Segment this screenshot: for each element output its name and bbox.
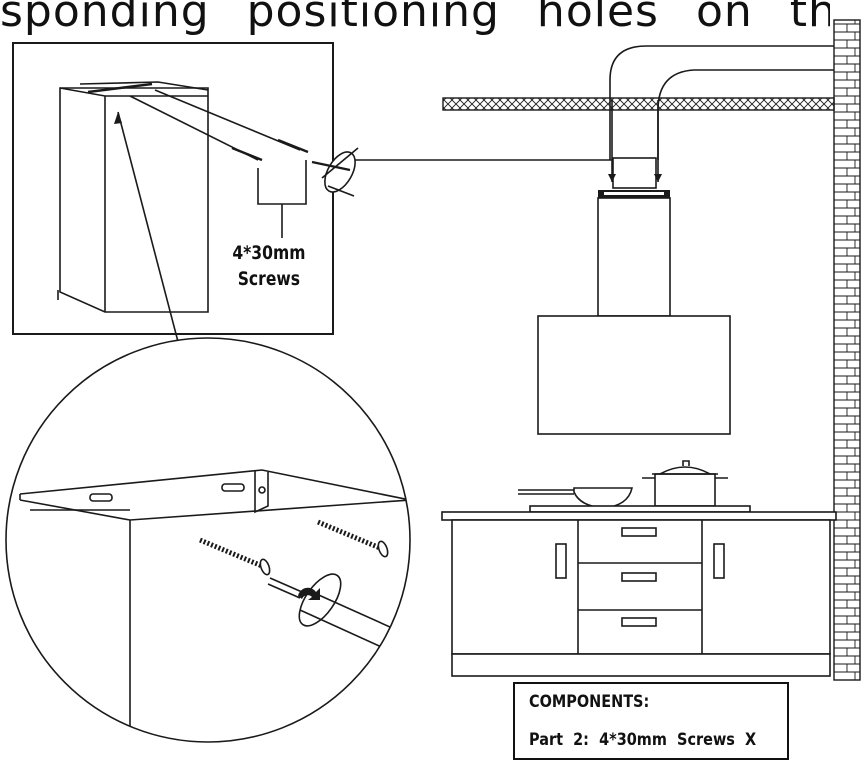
screw-type-line: Screws xyxy=(237,268,301,290)
instruction-heading: sponding positioning holes on the wall. xyxy=(0,0,830,36)
screw-size-label: 4*30mm Screws xyxy=(232,240,306,292)
detail-box xyxy=(12,42,334,446)
components-box: COMPONENTS: Part 2: 4*30mm Screws X xyxy=(513,682,789,760)
range-hood xyxy=(537,197,731,435)
screw-size-line: 4*30mm xyxy=(232,242,306,264)
cookware xyxy=(518,460,751,513)
components-part: Part 2: 4*30mm Screws X xyxy=(529,730,757,750)
exhaust-duct xyxy=(608,45,834,189)
kitchen-cabinet xyxy=(441,511,837,677)
magnified-detail xyxy=(5,337,411,743)
wall-bracket xyxy=(598,190,670,198)
screwdriver-small xyxy=(311,147,359,197)
components-title: COMPONENTS: xyxy=(529,692,650,712)
brick-wall xyxy=(833,19,861,681)
ceiling-slab xyxy=(442,97,835,111)
